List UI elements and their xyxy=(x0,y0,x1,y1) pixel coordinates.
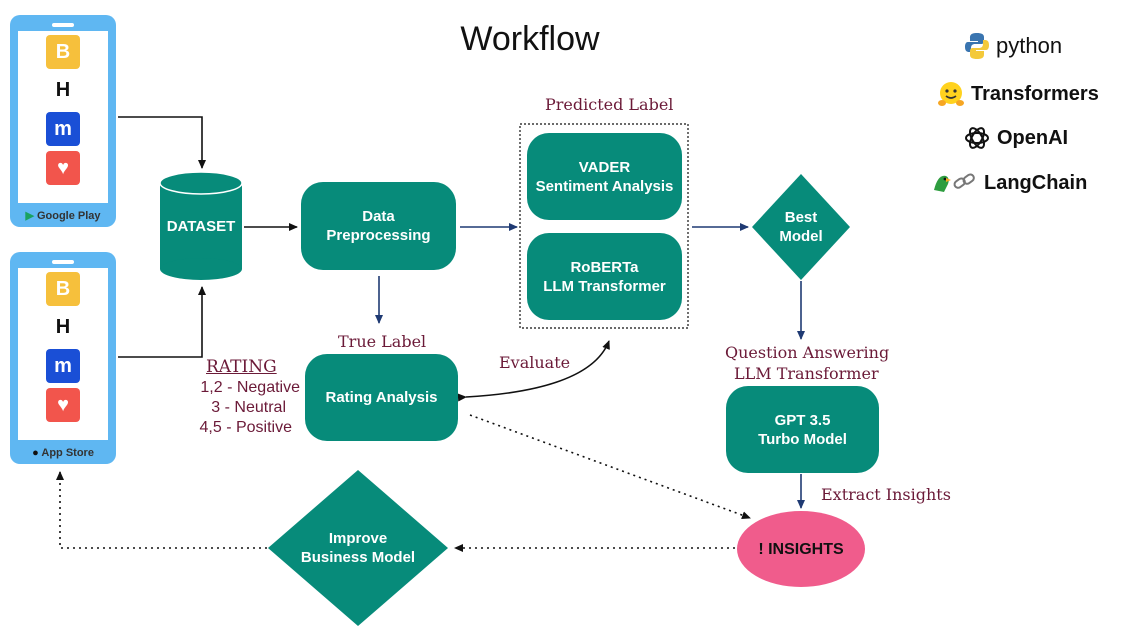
meetic-logo-text: m xyxy=(54,117,72,140)
predicted-label-frame xyxy=(519,123,689,329)
app-store-label: App Store xyxy=(41,447,94,459)
best-model-label: Best Model xyxy=(779,209,823,245)
arrow-improve-to-apps xyxy=(56,471,267,549)
hinge-logo-text: H xyxy=(55,315,71,338)
arrow-evaluate xyxy=(457,340,610,402)
meetic-logo-text: m xyxy=(54,354,72,377)
meetic-icon: m xyxy=(46,349,80,383)
langchain-icon xyxy=(934,173,975,192)
arrow-playstore-to-dataset xyxy=(118,116,206,169)
evaluate-text: Evaluate xyxy=(499,353,571,372)
predicted-label-text: Predicted Label xyxy=(545,95,674,114)
true-label-text: True Label xyxy=(338,332,427,351)
langchain-logo: LangChain xyxy=(932,170,1087,196)
tinder-logo-text: ♥ xyxy=(57,156,69,179)
transformers-text: Transformers xyxy=(971,82,1099,105)
python-icon xyxy=(965,33,989,59)
google-play-badge: ▶ Google Play xyxy=(10,209,116,222)
meetic-icon: m xyxy=(46,112,80,146)
phone-speaker xyxy=(52,23,74,27)
rating-legend: 1,2 - Negative 3 - Neutral 4,5 - Positiv… xyxy=(160,378,300,438)
openai-icon xyxy=(965,127,989,149)
vader-node: VADER Sentiment Analysis xyxy=(527,133,682,220)
python-text: python xyxy=(996,33,1063,58)
rating-heading: RATING xyxy=(206,357,277,377)
openai-text: OpenAI xyxy=(997,126,1069,149)
phone-screen: B H m ♥ xyxy=(18,268,108,440)
insights-label: ! INSIGHTS xyxy=(758,540,844,558)
transformers-logo: Transformers xyxy=(937,80,1099,108)
langchain-text: LangChain xyxy=(984,171,1088,194)
openai-logo: OpenAI xyxy=(963,124,1068,152)
bumble-logo-text: B xyxy=(55,40,71,63)
rating-analysis-node: Rating Analysis xyxy=(305,354,458,441)
tinder-icon: ♥ xyxy=(46,388,80,422)
phone-screen: B H m ♥ xyxy=(18,31,108,203)
python-logo: python xyxy=(964,32,1062,60)
apple-icon: ● xyxy=(32,447,39,459)
gpt-node: GPT 3.5 Turbo Model xyxy=(726,386,879,473)
dataset-cylinder xyxy=(159,171,243,280)
huggingface-icon xyxy=(938,82,964,106)
roberta-node: RoBERTa LLM Transformer xyxy=(527,233,682,320)
rating-negative: 1,2 - Negative xyxy=(200,379,300,396)
hinge-logo-text: H xyxy=(55,78,71,101)
arrow-appstore-to-dataset xyxy=(118,286,206,358)
extract-insights-text: Extract Insights xyxy=(821,485,951,504)
improve-diamond xyxy=(268,470,448,626)
app-store-badge: ● App Store xyxy=(10,447,116,459)
phone-google-play: B H m ♥ ▶ Google Play xyxy=(10,15,116,227)
bumble-logo-text: B xyxy=(55,277,71,300)
tinder-logo-text: ♥ xyxy=(57,393,69,416)
insights-ellipse xyxy=(737,511,865,587)
rating-neutral: 3 - Neutral xyxy=(211,399,286,416)
google-play-label: Google Play xyxy=(36,210,101,222)
qa-line2: LLM Transformer xyxy=(734,364,879,383)
phone-app-store: B H m ♥ ● App Store xyxy=(10,252,116,464)
bumble-icon: B xyxy=(46,35,80,69)
rating-positive: 4,5 - Positive xyxy=(199,419,292,436)
bumble-icon: B xyxy=(46,272,80,306)
qa-line1: Question Answering xyxy=(725,343,890,362)
dataset-label: DATASET xyxy=(166,217,236,235)
play-icon: ▶ xyxy=(25,210,34,222)
improve-label: Improve Business Model xyxy=(300,530,416,566)
hinge-icon: H xyxy=(46,310,80,344)
tinder-icon: ♥ xyxy=(46,151,80,185)
phone-speaker xyxy=(52,260,74,264)
hinge-icon: H xyxy=(46,73,80,107)
page-title: Workflow xyxy=(460,20,600,58)
data-preprocessing-node: Data Preprocessing xyxy=(301,182,456,270)
best-model-diamond xyxy=(752,174,850,280)
arrow-rating-to-insights xyxy=(469,414,751,519)
